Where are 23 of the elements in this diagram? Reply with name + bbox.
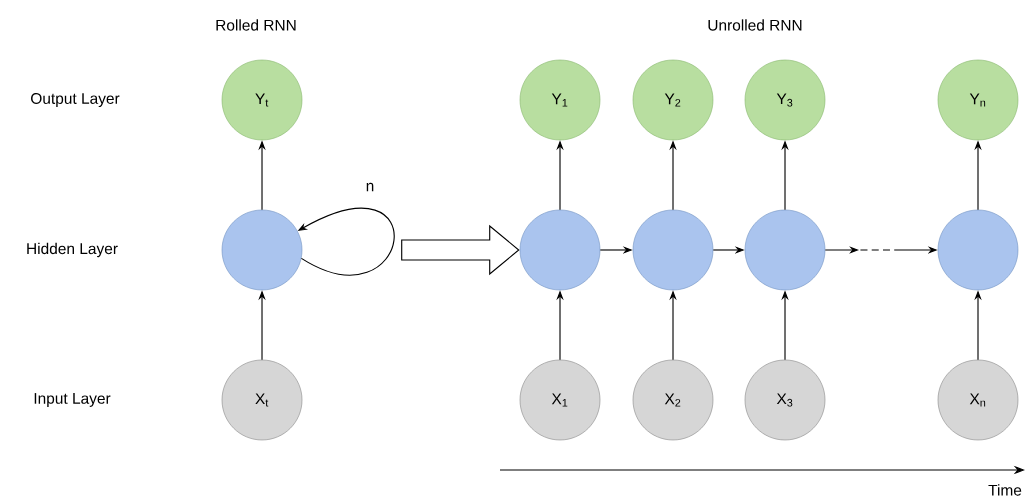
hidden-node [744, 209, 826, 291]
layer-label: Output Layer [31, 93, 120, 107]
input-node: X$_{2}$ [632, 359, 714, 441]
output-node: Y$_{2}$ [632, 59, 714, 141]
block-arrow [401, 224, 520, 276]
hidden-node [221, 209, 303, 291]
hidden-node [632, 209, 714, 291]
output-node: Y$_{3}$ [744, 59, 826, 141]
hidden-node [937, 209, 1019, 291]
input-node: X$_{t}$ [221, 359, 303, 441]
output-node: Y$_{n}$ [937, 59, 1019, 141]
output-node: Y$_{t}$ [221, 59, 303, 141]
input-node: X$_{3}$ [744, 359, 826, 441]
edge-label: n [366, 182, 374, 192]
output-node: Y$_{1}$ [519, 59, 601, 141]
input-node: X$_{1}$ [519, 359, 601, 441]
title: Rolled RNN [216, 19, 296, 31]
title: Unrolled RNN [708, 19, 802, 31]
input-node: X$_{n}$ [937, 359, 1019, 441]
hidden-node [519, 209, 601, 291]
axis-label: Time [988, 484, 1022, 496]
layer-label: Input Layer [34, 393, 111, 407]
layer-label: Hidden Layer [27, 242, 118, 258]
